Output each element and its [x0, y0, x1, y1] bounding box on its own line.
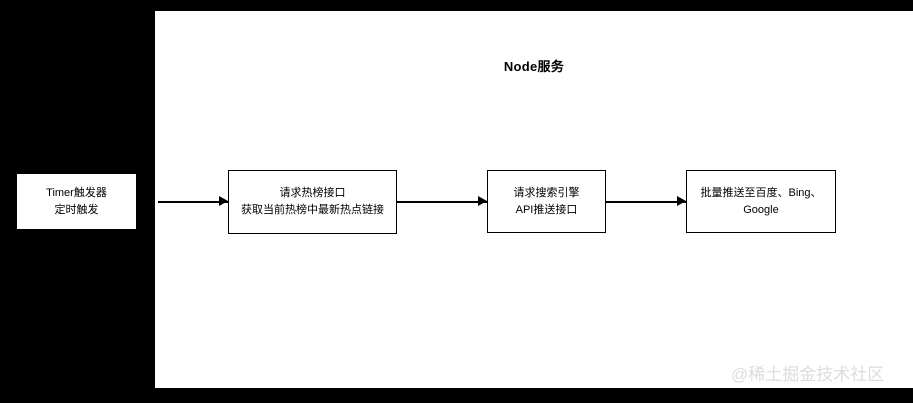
arrow-shaft	[158, 201, 228, 203]
process-node-hotlist[interactable]: 请求热榜接口 获取当前热榜中最新热点链接	[228, 170, 397, 234]
arrow-shaft	[606, 201, 686, 203]
page-title: Node服务	[503, 59, 565, 74]
arrow-shaft	[397, 201, 487, 203]
process-node-timer-label: Timer触发器 定时触发	[46, 186, 107, 216]
process-node-push[interactable]: 批量推送至百度、Bing、Google	[686, 170, 836, 233]
arrow-head	[478, 196, 487, 206]
process-node-push-label: 批量推送至百度、Bing、Google	[700, 186, 822, 216]
process-node-timer[interactable]: Timer触发器 定时触发	[17, 174, 136, 229]
arrow-icon-search-api-to-push	[606, 196, 686, 208]
process-node-hotlist-label: 请求热榜接口 获取当前热榜中最新热点链接	[241, 187, 384, 216]
arrow-head	[219, 196, 228, 206]
process-node-search-api-label: 请求搜索引擎 API推送接口	[513, 186, 580, 216]
arrow-icon-timer-to-hotlist	[158, 196, 228, 208]
arrow-head	[677, 196, 686, 206]
watermark: @稀土掘金技术社区	[731, 365, 885, 384]
arrow-icon-hotlist-to-search-api	[397, 196, 487, 208]
process-node-search-api[interactable]: 请求搜索引擎 API推送接口	[487, 170, 606, 233]
